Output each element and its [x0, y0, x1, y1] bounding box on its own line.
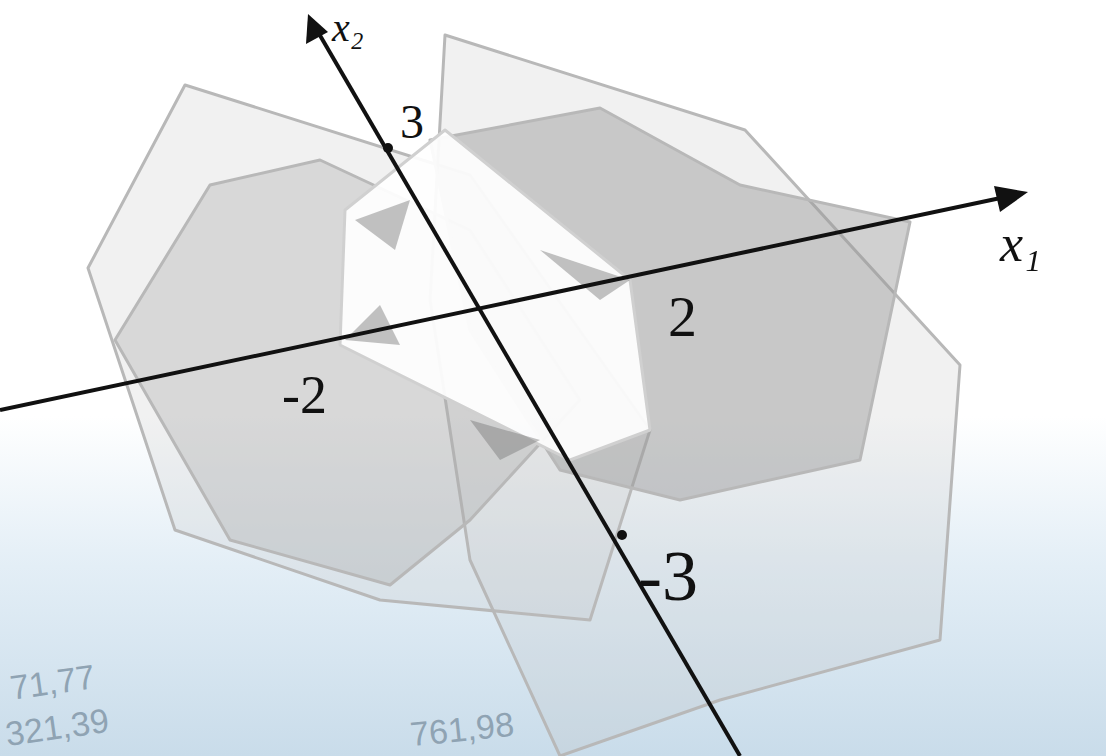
tick-label: -2 [282, 368, 327, 422]
tick-label: -3 [638, 540, 698, 612]
tick-label: 2 [668, 288, 697, 346]
watermark-number: 761,98 [409, 707, 516, 752]
watermark-number: 321,39 [3, 703, 111, 751]
axes [0, 14, 1028, 756]
planes [88, 35, 960, 756]
tick-label: 3 [400, 98, 424, 146]
axis-label: x₂ [332, 8, 364, 48]
watermark-number: 71,77 [8, 659, 97, 705]
axis-label: x₁ [1000, 218, 1041, 270]
